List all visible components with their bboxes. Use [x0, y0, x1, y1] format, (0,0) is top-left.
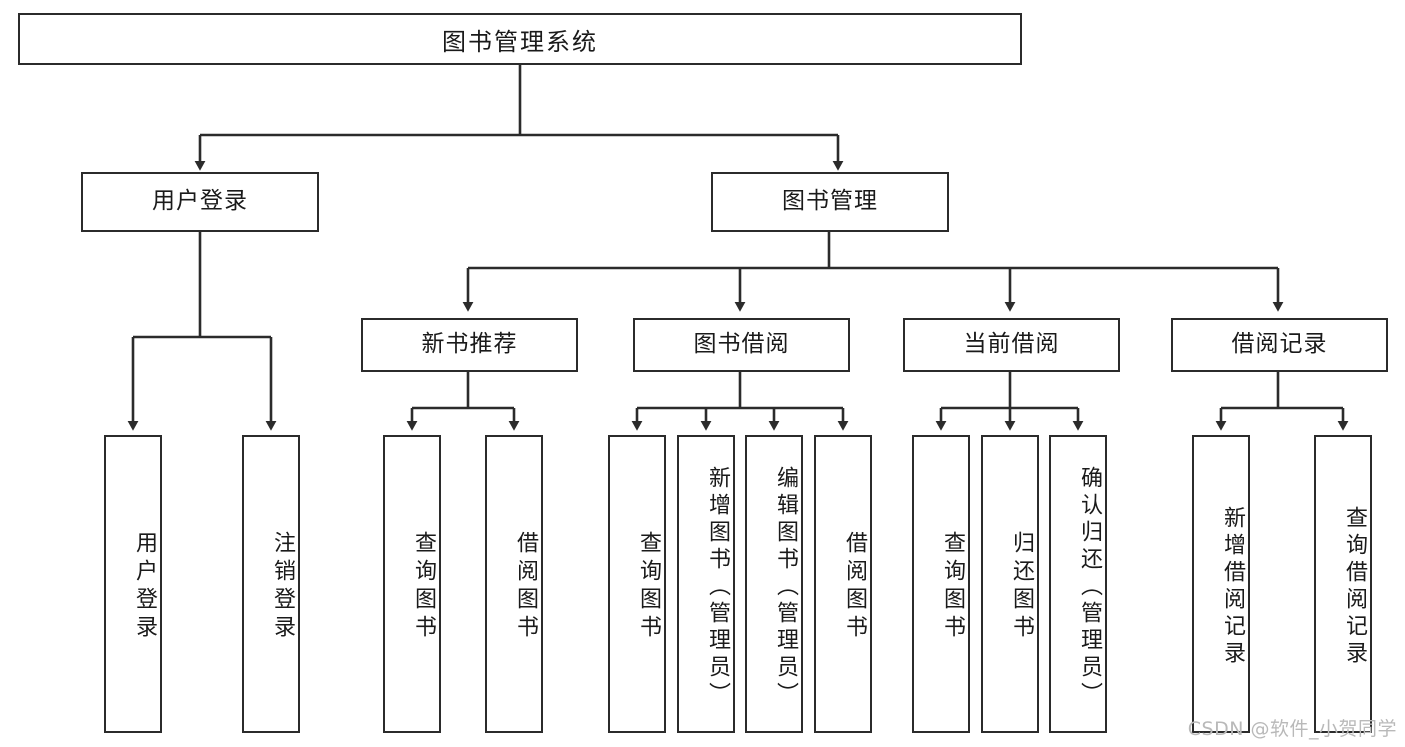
leaf-query-book-1[interactable]: 查询图书: [383, 435, 441, 733]
leaf-query-record-label: 查询借阅记录: [1342, 506, 1367, 668]
node-current-borrow[interactable]: 当前借阅: [903, 318, 1120, 372]
leaf-add-book-label: 新增图书（管理员）: [705, 465, 730, 709]
leaf-query-record[interactable]: 查询借阅记录: [1314, 435, 1372, 733]
node-borrow-record[interactable]: 借阅记录: [1171, 318, 1388, 372]
leaf-query-book-3[interactable]: 查询图书: [912, 435, 970, 733]
node-borrow-record-label: 借阅记录: [1231, 331, 1328, 358]
leaf-confirm-return[interactable]: 确认归还（管理员）: [1049, 435, 1107, 733]
leaf-edit-book[interactable]: 编辑图书（管理员）: [745, 435, 803, 733]
leaf-user-login-label: 用户登录: [132, 531, 157, 643]
node-root-label: 图书管理系统: [442, 27, 598, 56]
leaf-add-record[interactable]: 新增借阅记录: [1192, 435, 1250, 733]
leaf-confirm-return-label: 确认归还（管理员）: [1077, 465, 1102, 709]
leaf-user-login[interactable]: 用户登录: [104, 435, 162, 733]
leaf-edit-book-label: 编辑图书（管理员）: [773, 465, 798, 709]
leaf-query-book-2[interactable]: 查询图书: [608, 435, 666, 733]
node-root[interactable]: 图书管理系统: [18, 13, 1022, 65]
leaf-borrow-book-2-label: 借阅图书: [842, 531, 867, 643]
node-book-management[interactable]: 图书管理: [711, 172, 949, 232]
node-user-login[interactable]: 用户登录: [81, 172, 319, 232]
node-new-book-recommend-label: 新书推荐: [421, 331, 518, 358]
node-new-book-recommend[interactable]: 新书推荐: [361, 318, 578, 372]
leaf-add-book[interactable]: 新增图书（管理员）: [677, 435, 735, 733]
leaf-return-book[interactable]: 归还图书: [981, 435, 1039, 733]
node-book-borrow[interactable]: 图书借阅: [633, 318, 850, 372]
leaf-logout-login[interactable]: 注销登录: [242, 435, 300, 733]
leaf-borrow-book-1[interactable]: 借阅图书: [485, 435, 543, 733]
leaf-query-book-1-label: 查询图书: [411, 531, 436, 643]
leaf-borrow-book-1-label: 借阅图书: [513, 531, 538, 643]
leaf-borrow-book-2[interactable]: 借阅图书: [814, 435, 872, 733]
leaf-query-book-2-label: 查询图书: [636, 531, 661, 643]
node-current-borrow-label: 当前借阅: [963, 331, 1060, 358]
node-book-management-label: 图书管理: [782, 188, 878, 215]
leaf-query-book-3-label: 查询图书: [940, 531, 965, 643]
leaf-add-record-label: 新增借阅记录: [1220, 506, 1245, 668]
node-book-borrow-label: 图书借阅: [693, 331, 790, 358]
watermark-text: CSDN @软件_小贺同学: [1187, 718, 1397, 740]
leaf-logout-login-label: 注销登录: [270, 531, 295, 643]
leaf-return-book-label: 归还图书: [1009, 531, 1034, 643]
node-user-login-label: 用户登录: [152, 188, 248, 215]
